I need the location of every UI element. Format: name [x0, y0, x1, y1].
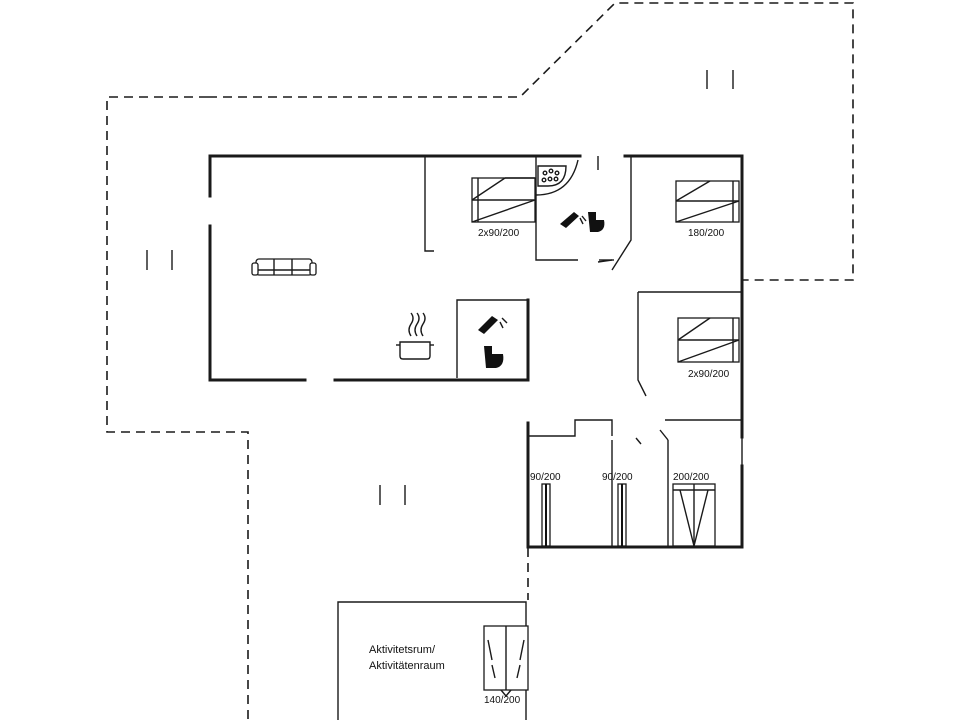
bed-size-label: 200/200	[673, 472, 710, 483]
wall-living-bottom	[333, 298, 530, 382]
bed-size-label: 140/200	[484, 695, 521, 706]
bed-right-mid	[677, 317, 740, 363]
bed-size-label: 2x90/200	[688, 369, 730, 380]
sofa-icon	[251, 258, 317, 276]
wall-wing-divider-2b	[659, 429, 669, 441]
wall-left-lower	[208, 224, 307, 382]
wall-bedroom-right-top	[611, 156, 632, 271]
whirlpool-icon	[537, 165, 567, 187]
bed-size-label: 2x90/200	[478, 228, 520, 239]
bed-size-label: 90/200	[530, 472, 561, 483]
wall-top-right	[623, 154, 744, 439]
bed-top	[471, 177, 536, 223]
door-swing-right	[597, 259, 613, 263]
bed-size-label: 90/200	[602, 472, 633, 483]
wall-wing-divider-1b	[635, 437, 642, 445]
room-name-label: Aktivitetsrum/	[369, 644, 436, 656]
terrace-marker-left	[146, 250, 173, 270]
exterior-walls	[208, 154, 744, 549]
terrace-marker-top	[706, 70, 734, 89]
shower-icon	[560, 212, 587, 228]
wall-bedroom-top-right	[535, 156, 578, 261]
toilet-icon	[588, 212, 605, 232]
bed-double-bottom	[672, 483, 716, 547]
shower-icon	[478, 316, 508, 334]
wall-bedroom-top-left	[424, 156, 434, 252]
terrace-outlines	[106, 2, 854, 720]
door-swing-bath	[535, 159, 579, 196]
wall-bedroom-right-mid-left	[637, 292, 647, 397]
terrace-marker-bottom	[379, 485, 406, 505]
bed-activity-room	[483, 625, 529, 698]
bed-right-top	[675, 180, 740, 223]
wall-wing-top	[528, 419, 613, 437]
terrace-outline-top	[208, 2, 854, 281]
terrace-markers	[146, 70, 734, 505]
bed-size-label: 180/200	[688, 228, 725, 239]
bunk-bed-mid	[617, 483, 627, 547]
terrace-outline-left	[106, 96, 249, 720]
wall-wing-bottom	[526, 464, 744, 549]
wall-bath2	[456, 299, 528, 378]
room-name-label: Aktivitätenraum	[369, 660, 445, 672]
toilet-icon	[484, 346, 504, 368]
bunk-bed-left	[541, 483, 551, 547]
cooking-pot-icon	[396, 312, 434, 360]
activity-room: Aktivitetsrum/ Aktivitätenraum 140/200	[337, 601, 529, 720]
interior-walls	[424, 156, 743, 547]
